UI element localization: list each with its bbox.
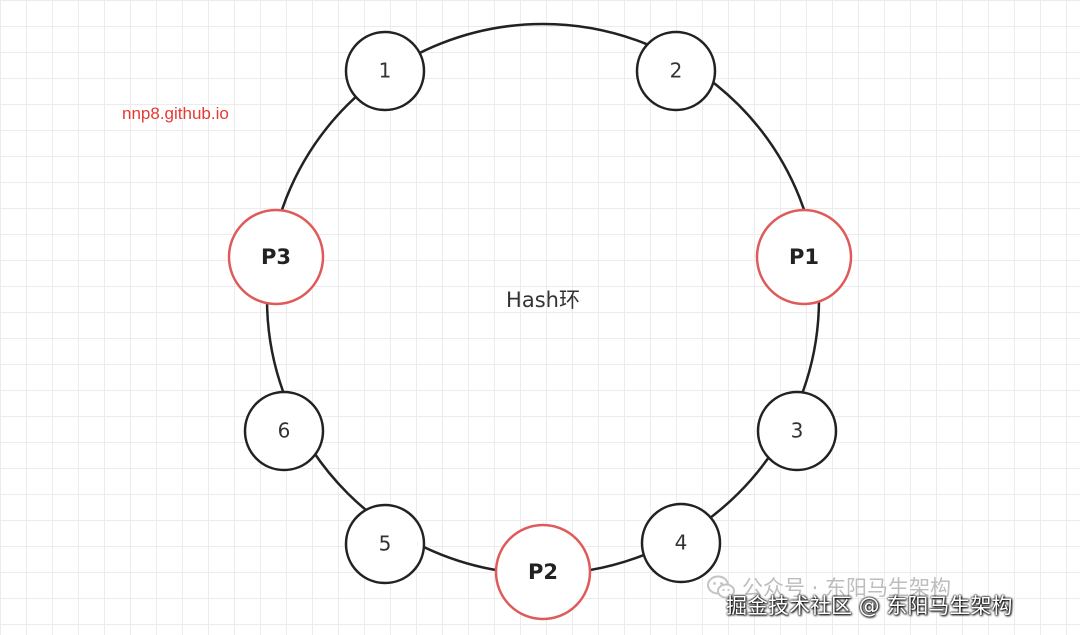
wechat-watermark: 公众号 · 东阳马生架构 (706, 572, 951, 602)
ring-node-p2: P2 (494, 523, 592, 621)
ring-node-5-label: 5 (379, 532, 392, 556)
ring-node-p2-circle (494, 523, 592, 621)
ring-node-3: 3 (756, 390, 838, 472)
ring-node-6-circle (243, 390, 325, 472)
ring-node-p1-label: P1 (789, 245, 819, 269)
ring-node-p3-label: P3 (261, 245, 291, 269)
ring-node-p3: P3 (227, 208, 325, 306)
ring-node-3-circle (756, 390, 838, 472)
ring-node-2-circle (635, 30, 717, 112)
ring-node-5-circle (344, 503, 426, 585)
ring-node-2: 2 (635, 30, 717, 112)
ring-node-p2-label: P2 (528, 560, 558, 584)
ring-node-1-circle (344, 30, 426, 112)
wechat-icon (707, 575, 735, 599)
ring-node-5: 5 (344, 503, 426, 585)
ring-node-p1: P1 (755, 208, 853, 306)
ring-node-p1-circle (755, 208, 853, 306)
ring-node-4: 4 (640, 502, 722, 584)
ring-node-p3-circle (227, 208, 325, 306)
ring-node-6-label: 6 (278, 419, 291, 443)
wechat-watermark-text: 公众号 · 东阳马生架构 (742, 576, 952, 600)
ring-node-4-circle (640, 502, 722, 584)
ring-node-4-label: 4 (675, 531, 688, 555)
ring-node-6: 6 (243, 390, 325, 472)
juejin-credit: 掘金技术社区 @ 东阳马生架构 (726, 594, 1013, 618)
ring-node-2-label: 2 (670, 59, 683, 83)
source-url-note: nnp8.github.io (122, 104, 229, 123)
ring-center-label: Hash环 (506, 288, 580, 312)
ring-node-1-label: 1 (379, 59, 392, 83)
ring-node-1: 1 (344, 30, 426, 112)
ring-node-3-label: 3 (791, 419, 804, 443)
